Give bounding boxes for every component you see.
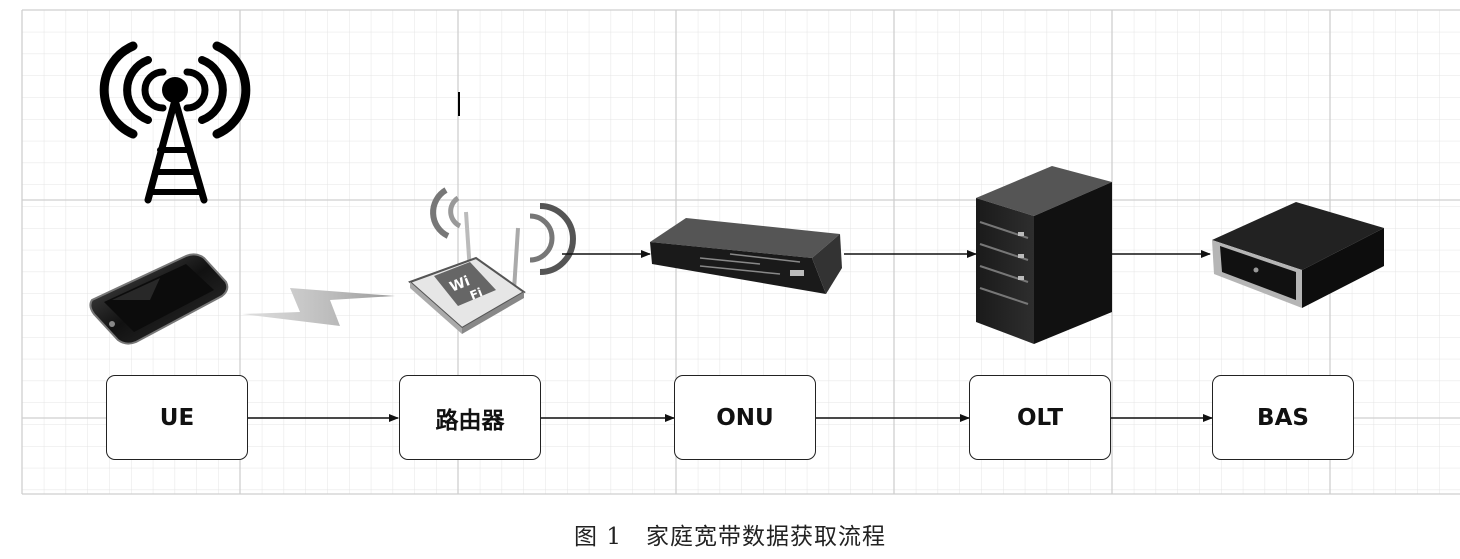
node-olt: OLT <box>969 375 1111 460</box>
olt-server-icon <box>976 166 1112 344</box>
svg-text:Fi: Fi <box>468 285 485 303</box>
node-onu: ONU <box>674 375 816 460</box>
onu-device-icon <box>650 218 842 294</box>
cell-tower-icon <box>99 41 251 204</box>
node-bas: BAS <box>1212 375 1354 460</box>
figure-caption: 图 1 家庭宽带数据获取流程 <box>574 524 886 550</box>
wifi-router-icon: Wi Fi <box>408 187 576 334</box>
node-olt-label: OLT <box>1016 404 1064 431</box>
node-router: 路由器 <box>399 375 541 460</box>
node-bas-label: BAS <box>1257 404 1309 431</box>
svg-text:Wi: Wi <box>448 273 473 295</box>
node-onu-label: ONU <box>716 404 774 431</box>
wireless-signal-icon <box>242 288 395 326</box>
node-ue-label: UE <box>159 404 195 431</box>
smartphone-icon <box>89 253 229 345</box>
node-router-label: 路由器 <box>435 407 505 434</box>
bas-device-icon <box>1212 202 1384 308</box>
node-ue: UE <box>106 375 248 460</box>
